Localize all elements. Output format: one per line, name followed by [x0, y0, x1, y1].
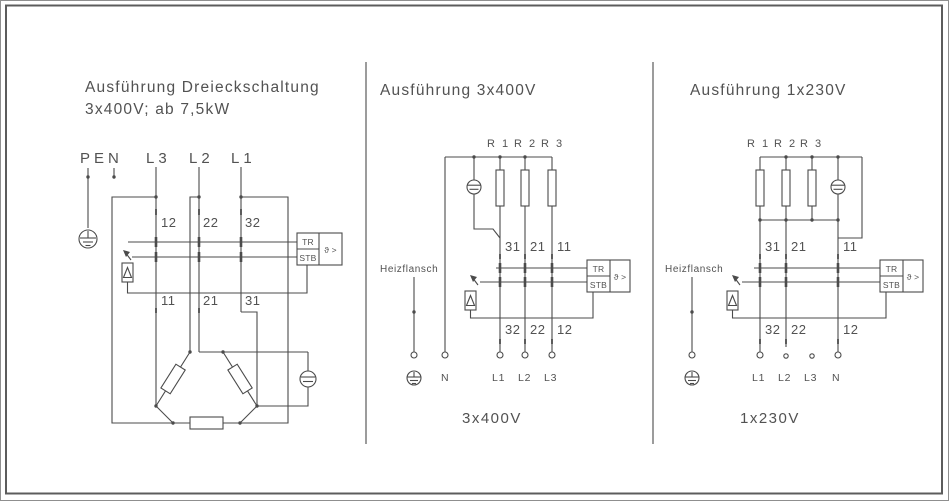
- tr-label: TR: [302, 237, 314, 247]
- thermal-sensor-icon: [464, 275, 594, 319]
- indicator-icon: [257, 352, 317, 407]
- actuator-arrow-icon: [123, 250, 130, 257]
- resistor: [781, 169, 791, 207]
- phase-feed-wire: [838, 157, 863, 239]
- label-pen: PEN: [80, 150, 123, 167]
- panel-title: Ausführung Dreieckschaltung: [85, 79, 320, 96]
- controller-box: TR STB ϑ >: [586, 259, 631, 293]
- label-heizflansch: Heizflansch: [665, 264, 723, 275]
- panel-1x230v: Ausführung 1x230V R 1 R 2 R 3: [665, 82, 924, 427]
- resistor: [547, 169, 557, 207]
- label-l1: L1: [752, 372, 765, 384]
- earth-icon: [684, 370, 700, 386]
- terminal-22: 22: [530, 322, 545, 337]
- panel-3x400v: Ausführung 3x400V R 1 R 2 R 3 31 21 11: [380, 82, 631, 427]
- resistor: [495, 169, 505, 207]
- actuator-arrow-icon: [470, 275, 477, 282]
- label-l3: L3: [146, 150, 171, 167]
- terminal-12: 12: [843, 322, 858, 337]
- terminal-22: 22: [203, 215, 218, 230]
- flange-earth-wire: [406, 277, 422, 386]
- switch-contacts: [480, 254, 587, 344]
- label-r2: R 2: [514, 138, 537, 150]
- terminal-11: 11: [557, 239, 572, 254]
- delta-heater: [154, 350, 259, 430]
- label-n: N: [441, 372, 449, 384]
- stb-label: STB: [299, 253, 316, 263]
- label-l3: L3: [544, 372, 557, 384]
- resistor: [755, 169, 765, 207]
- actuator-arrow-icon: [732, 275, 739, 282]
- resistor: [227, 363, 253, 395]
- terminal-21: 21: [203, 293, 218, 308]
- panel-dreieckschaltung: Ausführung Dreieckschaltung 3x400V; ab 7…: [78, 79, 343, 430]
- earth-icon: [78, 229, 98, 249]
- label-l2: L2: [778, 372, 791, 384]
- panel-title: Ausführung 1x230V: [690, 82, 847, 99]
- terminal-21: 21: [530, 239, 545, 254]
- terminal-31: 31: [505, 239, 520, 254]
- stb-label: STB: [590, 280, 607, 290]
- resistor: [189, 416, 224, 430]
- switch-contacts: [742, 254, 880, 344]
- controller-box: TR STB ϑ >: [296, 232, 343, 266]
- theta-label: ϑ >: [324, 245, 337, 255]
- label-r1: R 1: [747, 138, 770, 150]
- stb-label: STB: [883, 280, 900, 290]
- terminal-31: 31: [245, 293, 260, 308]
- pen-wires: [86, 168, 116, 228]
- label-l1: L1: [231, 150, 256, 167]
- label-heizflansch: Heizflansch: [380, 264, 438, 275]
- resistor: [520, 169, 530, 207]
- label-r2: R 2: [774, 138, 797, 150]
- label-r1: R 1: [487, 138, 510, 150]
- supply-terminals: [756, 351, 842, 359]
- theta-label: ϑ >: [614, 272, 627, 282]
- resistor: [807, 169, 817, 207]
- terminal-32: 32: [245, 215, 260, 230]
- panel-caption: 1x230V: [740, 410, 800, 427]
- earth-icon: [406, 370, 422, 386]
- terminal-12: 12: [161, 215, 176, 230]
- panel-subtitle: 3x400V; ab 7,5kW: [85, 101, 230, 118]
- label-n: N: [832, 372, 840, 384]
- terminal-32: 32: [505, 322, 520, 337]
- tr-label: TR: [593, 264, 605, 274]
- terminal-11: 11: [161, 293, 176, 308]
- label-l1: L1: [492, 372, 505, 384]
- resistor: [160, 363, 186, 395]
- label-l3: L3: [804, 372, 817, 384]
- supply-terminals: [441, 351, 556, 359]
- controller-box: TR STB ϑ >: [879, 259, 924, 293]
- terminal-11: 11: [843, 239, 858, 254]
- label-l2: L2: [189, 150, 214, 167]
- thermal-sensor-icon: [121, 250, 308, 294]
- terminal-32: 32: [765, 322, 780, 337]
- label-r3: R 3: [800, 138, 823, 150]
- flange-earth-wire: [684, 277, 700, 386]
- switch-contacts: [128, 209, 297, 313]
- tr-label: TR: [886, 264, 898, 274]
- indicator-icon: [466, 157, 501, 239]
- panel-title: Ausführung 3x400V: [380, 82, 537, 99]
- terminal-12: 12: [557, 322, 572, 337]
- thermal-sensor-icon: [726, 275, 887, 319]
- terminal-22: 22: [791, 322, 806, 337]
- theta-label: ϑ >: [907, 272, 920, 282]
- terminal-31: 31: [765, 239, 780, 254]
- panel-caption: 3x400V: [462, 410, 522, 427]
- terminal-21: 21: [791, 239, 806, 254]
- label-l2: L2: [518, 372, 531, 384]
- label-r3: R 3: [541, 138, 564, 150]
